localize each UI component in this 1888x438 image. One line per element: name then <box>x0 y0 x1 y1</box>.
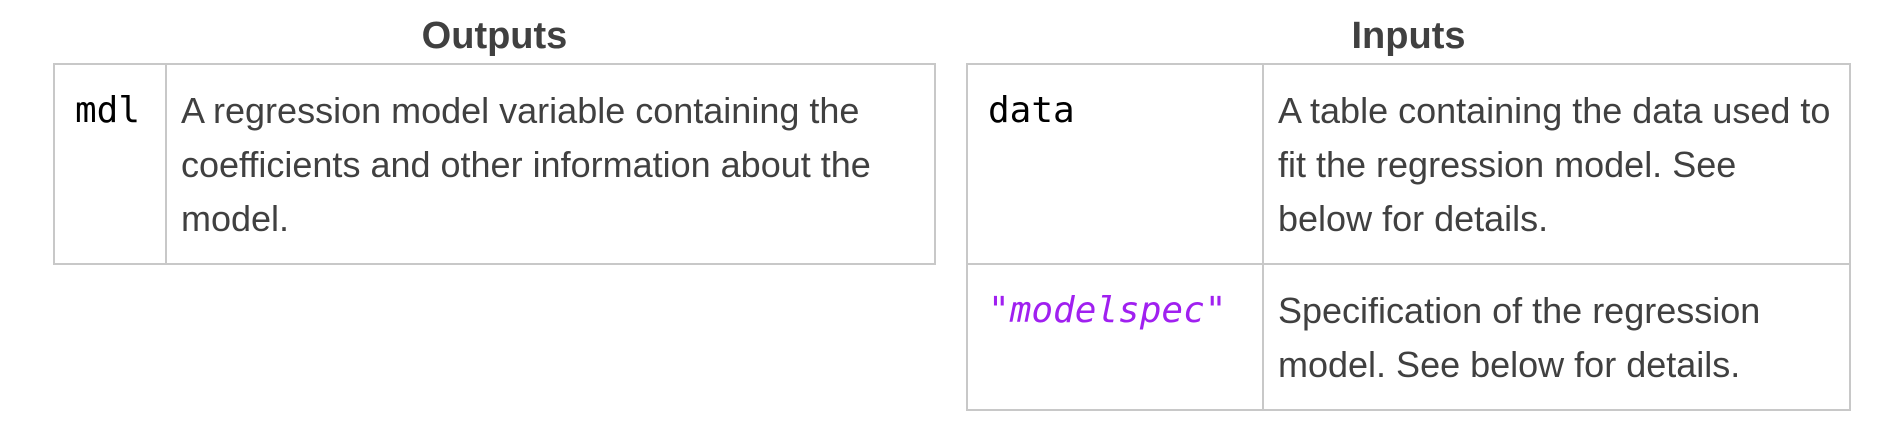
open-quote: " <box>988 290 1010 331</box>
input-name-modelspec: "modelspec" <box>966 263 1264 411</box>
output-name-mdl: mdl <box>53 63 167 265</box>
output-description-mdl: A regression model variable containing t… <box>165 63 936 265</box>
inputs-table: data A table containing the data used to… <box>966 63 1851 411</box>
modelspec-argument: modelspec <box>1009 290 1205 331</box>
table-row: mdl A regression model variable containi… <box>53 63 936 265</box>
input-name-data: data <box>966 63 1264 265</box>
outputs-heading: Outputs <box>421 15 568 57</box>
table-row: data A table containing the data used to… <box>966 63 1851 265</box>
outputs-table: mdl A regression model variable containi… <box>53 63 936 265</box>
inputs-heading: Inputs <box>1351 15 1466 57</box>
input-description-data: A table containing the data used to fit … <box>1262 63 1851 265</box>
close-quote: " <box>1204 290 1227 331</box>
table-row: "modelspec" Specification of the regress… <box>966 263 1851 411</box>
input-description-modelspec: Specification of the regression model. S… <box>1262 263 1851 411</box>
